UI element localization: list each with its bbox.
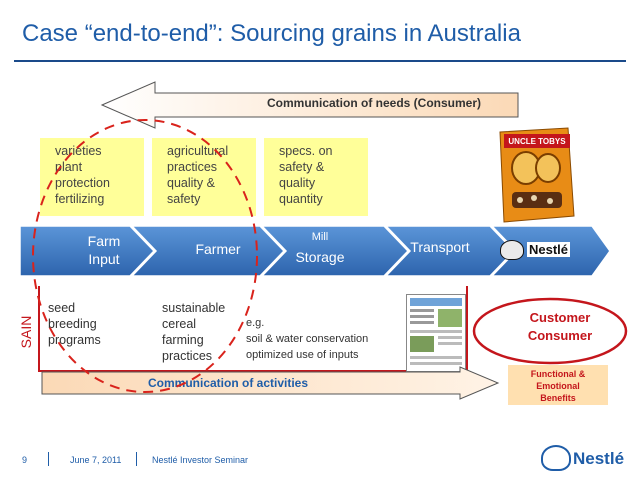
footer-event: Nestlé Investor Seminar (152, 455, 249, 465)
customer-label: Customer (529, 310, 591, 325)
nestle-nest-icon (500, 240, 524, 260)
footer-date: June 7, 2011 (70, 455, 122, 465)
footer-nestle-logo: Nestlé (573, 449, 625, 468)
needs-arrow (100, 81, 519, 129)
focus-dashed-circle (32, 119, 258, 393)
needs-arrow-label: Communication of needs (Consumer) (266, 96, 481, 110)
benefits-box: Functional & Emotional Benefits (508, 365, 608, 405)
activities-col-farmer: sustainable cereal farming practices (162, 301, 226, 363)
nestle-logo-text: Nestlé (527, 242, 571, 257)
chain-step-farm-input (20, 225, 156, 277)
value-chain (20, 225, 611, 277)
storage-needs-box: specs. on safety & quality quantity (264, 138, 368, 216)
footer-nest-icon (541, 445, 571, 471)
transport-label: Transport (410, 239, 470, 255)
product-brand-text: UNCLE TOBYS (508, 137, 566, 146)
activities-arrow (41, 366, 500, 400)
footer-page-number: 9 (22, 455, 28, 465)
page-title: Case “end-to-end”: Sourcing grains in Au… (22, 20, 521, 47)
activities-arrow-label: Communication of activities (147, 376, 309, 390)
footer-separator (136, 452, 137, 466)
farmer-needs-box: agricultural practices quality & safety (152, 138, 256, 216)
mill-label: Mill (311, 231, 329, 243)
activities-frame (38, 286, 468, 372)
farmer-label: Farmer (195, 241, 241, 257)
chain-step-farmer (130, 225, 286, 277)
customer-ellipse (472, 297, 628, 365)
farm-input-needs-box: varieties plant protection fertilizing (40, 138, 144, 216)
activities-example-body: soil & water conservation optimized use … (246, 333, 369, 361)
chain-step-transport (384, 225, 516, 277)
activities-example-head: e.g. (246, 317, 265, 329)
title-underline (14, 60, 626, 62)
activities-col-farm-input: seed breeding programs (48, 301, 101, 347)
storage-label: Storage (295, 249, 345, 265)
chain-step-mill-storage (260, 225, 410, 277)
newsletter-thumbnail (406, 294, 466, 372)
farm-input-label: Farm Input (87, 233, 121, 267)
product-box-image: UNCLE TOBYS (499, 127, 575, 223)
consumer-label: Consumer (527, 328, 593, 343)
footer-separator (48, 452, 49, 466)
